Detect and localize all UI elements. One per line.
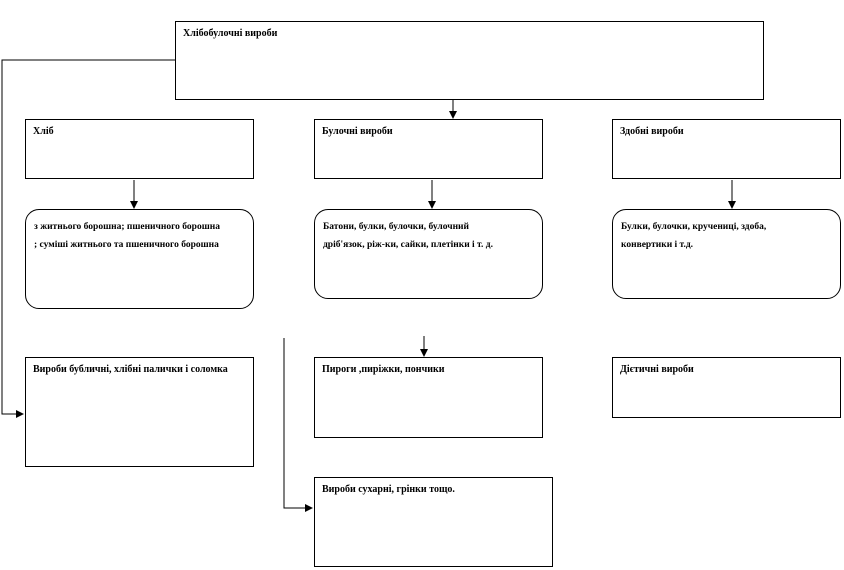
node-pastry-desc: Булки, булочки, кручениці, здоба, конвер… [612,209,841,299]
node-pies: Пироги ,пиріжки, пончики [314,357,543,438]
node-bread: Хліб [25,119,254,179]
node-root: Хлібобулочні вироби [175,21,764,100]
bread-desc-line-1: з житнього борошна; пшеничного борошна [34,222,220,232]
node-pies-label: Пироги ,пиріжки, пончики [322,364,445,375]
buns-desc-line-2: дріб'язок, ріж-ки, сайки, плетінки і т. … [323,240,493,251]
buns-desc-line-1: Батони, булки, булочки, булочний [323,222,470,232]
node-bread-desc: з житнього борошна; пшеничного борошна ;… [25,209,254,309]
node-rusks-label: Вироби сухарні, грінки тощо. [322,484,455,495]
node-dietary: Дієтичні вироби [612,357,841,418]
node-dietary-label: Дієтичні вироби [620,364,694,375]
node-bread-label: Хліб [33,126,54,137]
node-bagels: Вироби бубличні, хлібні палички і соломк… [25,357,254,467]
node-rusks: Вироби сухарні, грінки тощо. [314,477,553,567]
arrow-to-rusks [283,338,313,512]
node-buns-label: Булочні вироби [322,126,393,137]
node-pastry-label: Здобні вироби [620,126,684,137]
node-buns-desc: Батони, булки, булочки, булочний дріб'яз… [314,209,543,299]
arrow-root-to-bagels [1,59,175,418]
node-bagels-label: Вироби бубличні, хлібні палички і соломк… [33,364,228,375]
node-pastry: Здобні вироби [612,119,841,179]
node-root-label: Хлібобулочні вироби [183,28,278,39]
pastry-desc-line-2: конвертики і т.д. [621,240,694,251]
node-buns: Булочні вироби [314,119,543,179]
bread-desc-line-2: ; суміші житнього та пшеничного борошна [34,240,219,251]
pastry-desc-line-1: Булки, булочки, кручениці, здоба, [621,222,767,232]
